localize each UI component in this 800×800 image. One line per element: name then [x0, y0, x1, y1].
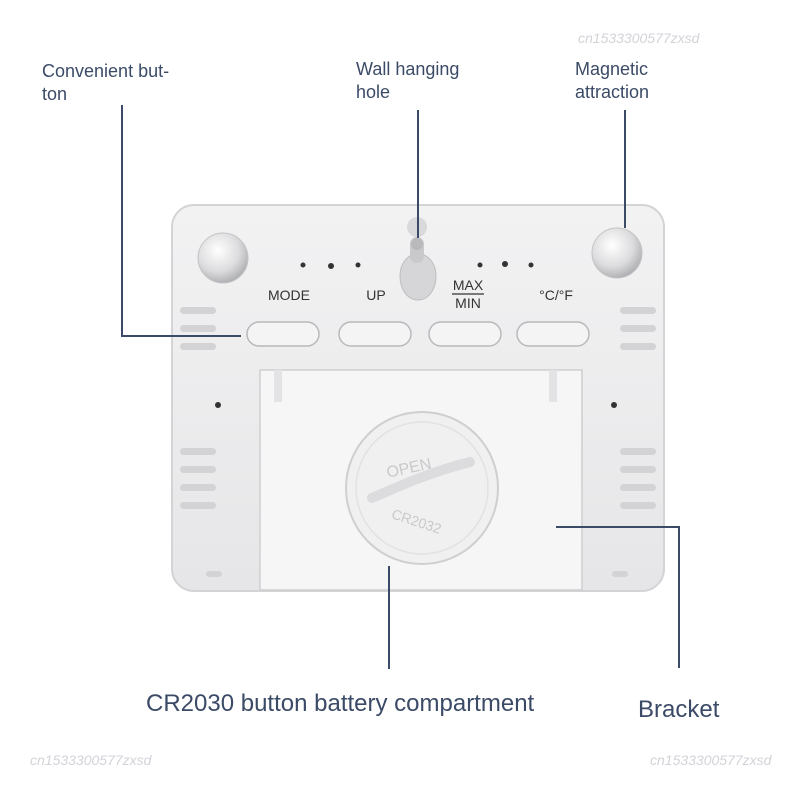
leader-battery-compartment — [388, 566, 390, 669]
leader-magnetic-attraction — [624, 110, 626, 228]
leader-convenient-button-horizontal — [121, 335, 241, 337]
leader-convenient-button-vertical — [121, 105, 123, 337]
mode-button — [246, 321, 320, 347]
mode-label: MODE — [268, 287, 310, 303]
battery-cover — [345, 411, 499, 565]
magnet-left — [197, 232, 249, 284]
wall-hanging-hole — [399, 253, 437, 301]
watermark-bottom-left: cn1533300577zxsd — [30, 752, 152, 768]
leader-bracket-vertical — [678, 526, 680, 668]
leader-wall-hanging-hole — [417, 110, 419, 238]
unit-button — [516, 321, 590, 347]
up-label: UP — [366, 287, 385, 303]
watermark-top-right: cn1533300577zxsd — [578, 30, 700, 46]
max-min-button — [428, 321, 502, 347]
callout-convenient-button: Convenient but- ton — [42, 61, 170, 104]
max-label: MAX — [453, 277, 484, 293]
unit-label: °C/°F — [539, 287, 573, 303]
watermark-bottom-right: cn1533300577zxsd — [650, 752, 772, 768]
callout-wall-hanging-hole: Wall hanging hole — [356, 59, 460, 102]
callout-bracket: Bracket — [638, 696, 720, 723]
indicator-dots — [300, 261, 534, 269]
magnet-right — [591, 227, 643, 279]
callout-magnetic-attraction: Magnetic attraction — [575, 59, 650, 102]
leader-bracket-horizontal — [556, 526, 680, 528]
up-button — [338, 321, 412, 347]
callout-battery-compartment: CR2030 button battery compartment — [146, 690, 535, 717]
min-label: MIN — [455, 295, 481, 311]
